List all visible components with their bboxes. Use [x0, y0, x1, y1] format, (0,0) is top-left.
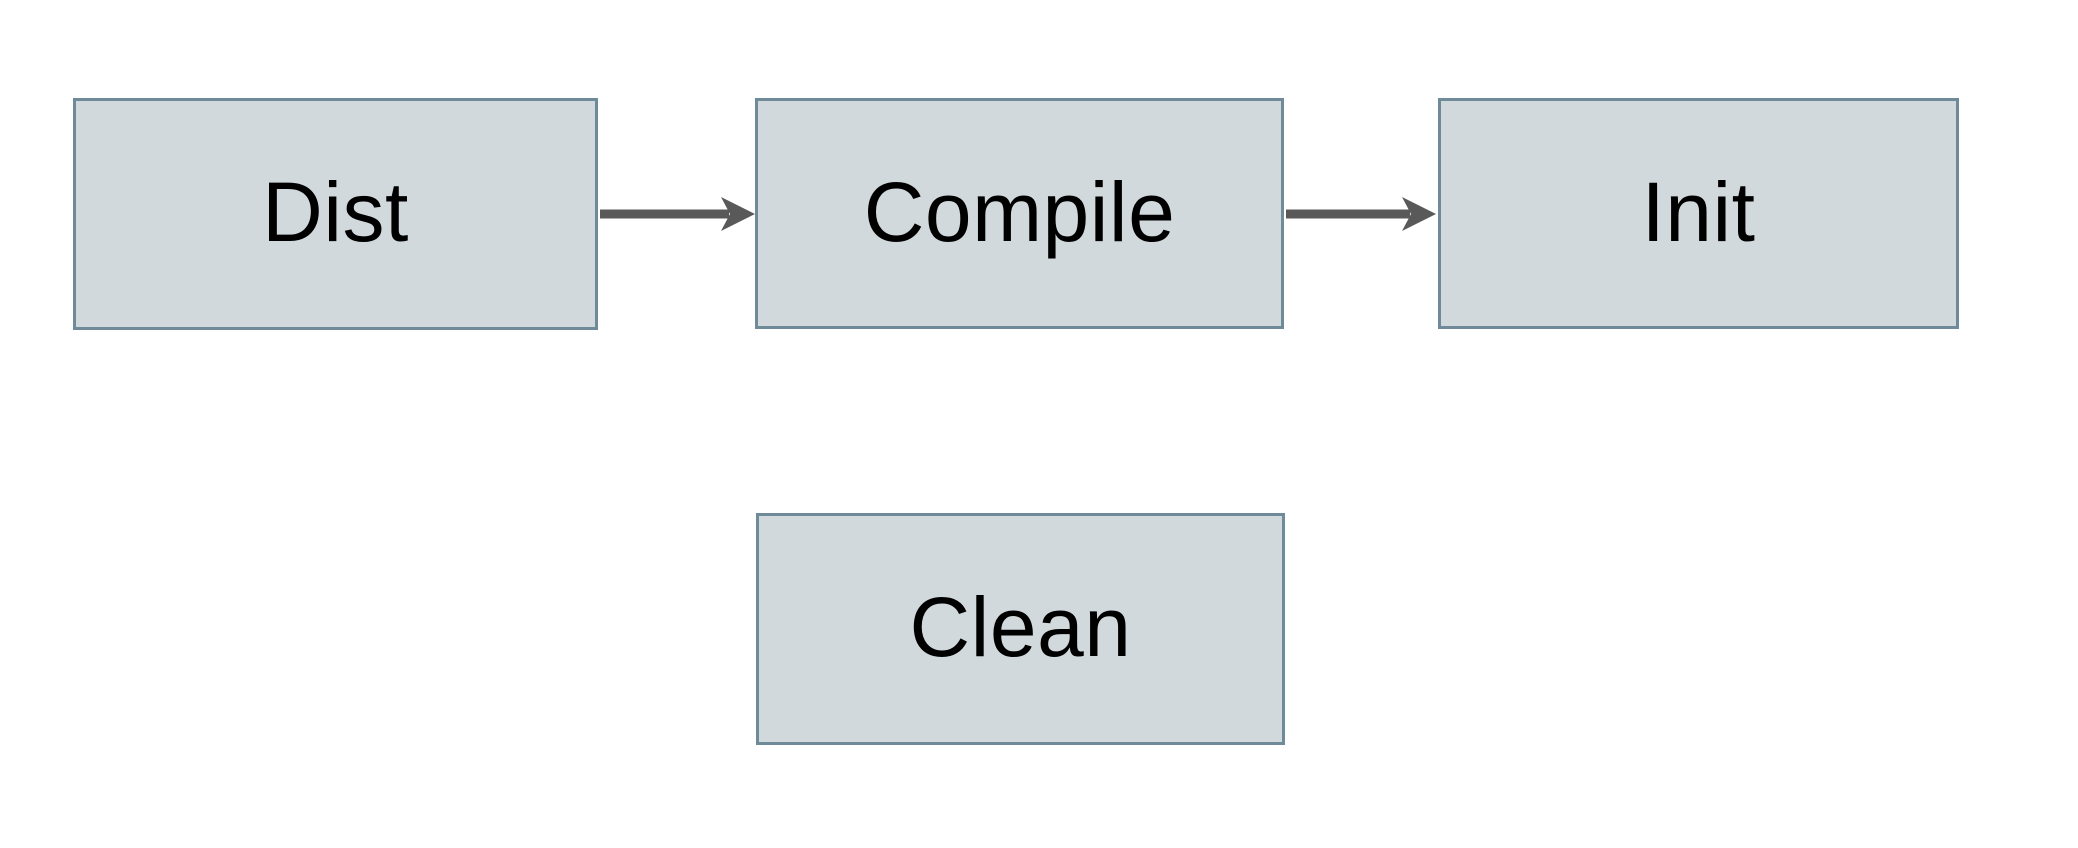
- node-clean-label: Clean: [909, 580, 1132, 674]
- node-compile-label: Compile: [863, 164, 1176, 259]
- node-dist-label: Dist: [262, 165, 409, 259]
- node-init[interactable]: Init: [1438, 98, 1959, 329]
- node-compile[interactable]: Compile: [755, 98, 1284, 329]
- node-clean[interactable]: Clean: [756, 513, 1285, 745]
- node-init-label: Init: [1641, 164, 1756, 259]
- node-dist[interactable]: Dist: [73, 98, 598, 330]
